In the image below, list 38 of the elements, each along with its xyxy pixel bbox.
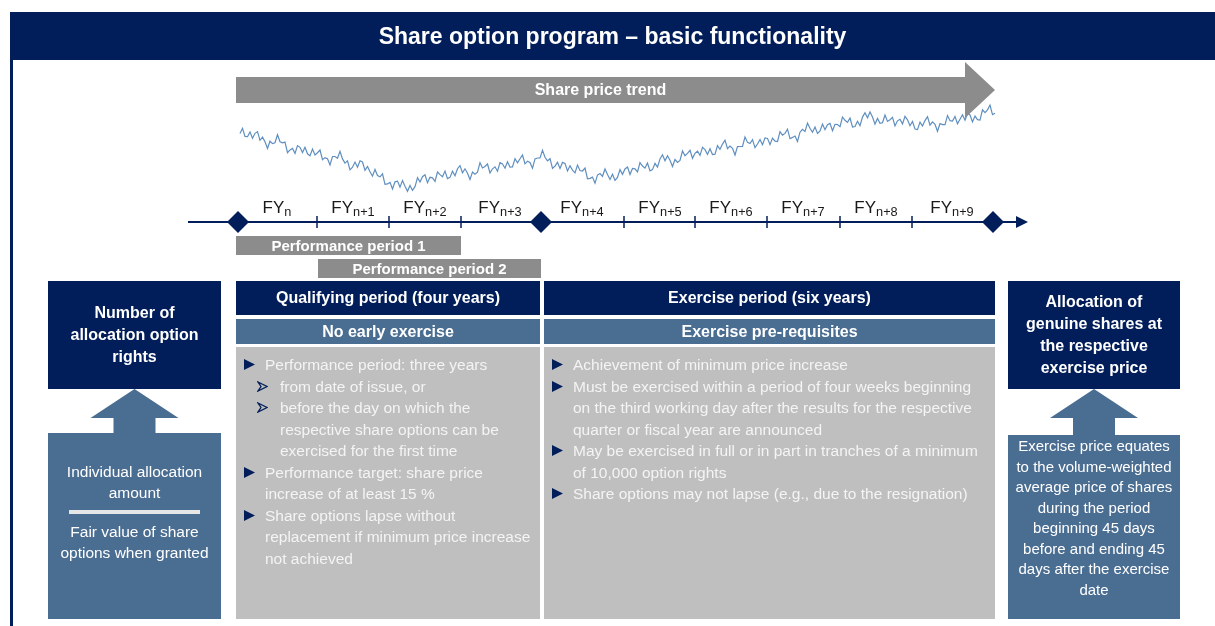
fraction-text: Fair value of share options when granted xyxy=(59,522,210,563)
fiscal-year-label: FY$_{n+5}$ xyxy=(638,198,682,218)
fiscal-year-label: FY$_{n+4}$ xyxy=(560,198,604,218)
bar-label: Performance period 1 xyxy=(271,238,426,253)
fiscal-year-label: FY$_{n}$ xyxy=(262,198,292,218)
bullet-panel xyxy=(236,347,540,619)
fraction-text: Individual allocation amount xyxy=(65,462,204,503)
period-bar xyxy=(236,236,461,255)
header-text: No early exercise xyxy=(322,321,454,342)
header-text: Qualifying period (four years) xyxy=(276,288,500,308)
fiscal-year-label: FY$_{n+6}$ xyxy=(709,198,753,218)
box-title: Allocation of genuine shares at the respective exercise price xyxy=(1024,292,1163,378)
bullet-panel xyxy=(544,347,995,619)
subheader-band xyxy=(236,319,540,344)
header-text: Exercise pre-requisites xyxy=(681,321,858,342)
fiscal-year-label: FY$_{n+3}$ xyxy=(478,198,522,218)
subheader-band xyxy=(544,319,995,344)
fiscal-year-label: FY$_{n+7}$ xyxy=(781,198,825,218)
header-text: Exercise period (six years) xyxy=(668,288,871,308)
arrow-label: Share price trend xyxy=(534,80,668,100)
fiscal-year-label: FY$_{n+8}$ xyxy=(854,198,898,218)
block-arrow xyxy=(1050,389,1138,435)
header-band xyxy=(236,281,540,315)
title: Share option program – basic functionality xyxy=(378,21,847,51)
box-text: Exercise price equates to the volume-weighted average price of shares during the period beginning 45 days before and ending 45 days after the exercise date xyxy=(1014,436,1174,600)
fiscal-year-label: FY$_{n+1}$ xyxy=(331,198,375,218)
header-band xyxy=(544,281,995,315)
result-box xyxy=(1008,281,1180,389)
bar-label: Performance period 2 xyxy=(352,261,507,276)
input-box xyxy=(48,433,221,619)
fiscal-year-label: FY$_{n+2}$ xyxy=(403,198,447,218)
fiscal-year-label: FY$_{n+9}$ xyxy=(930,198,974,218)
box-title: Number of allocation option rights xyxy=(69,303,200,367)
block-arrow xyxy=(90,389,179,433)
input-box xyxy=(1008,435,1180,619)
trend-arrow xyxy=(236,62,995,118)
result-box xyxy=(48,281,221,389)
period-bar xyxy=(318,259,541,278)
